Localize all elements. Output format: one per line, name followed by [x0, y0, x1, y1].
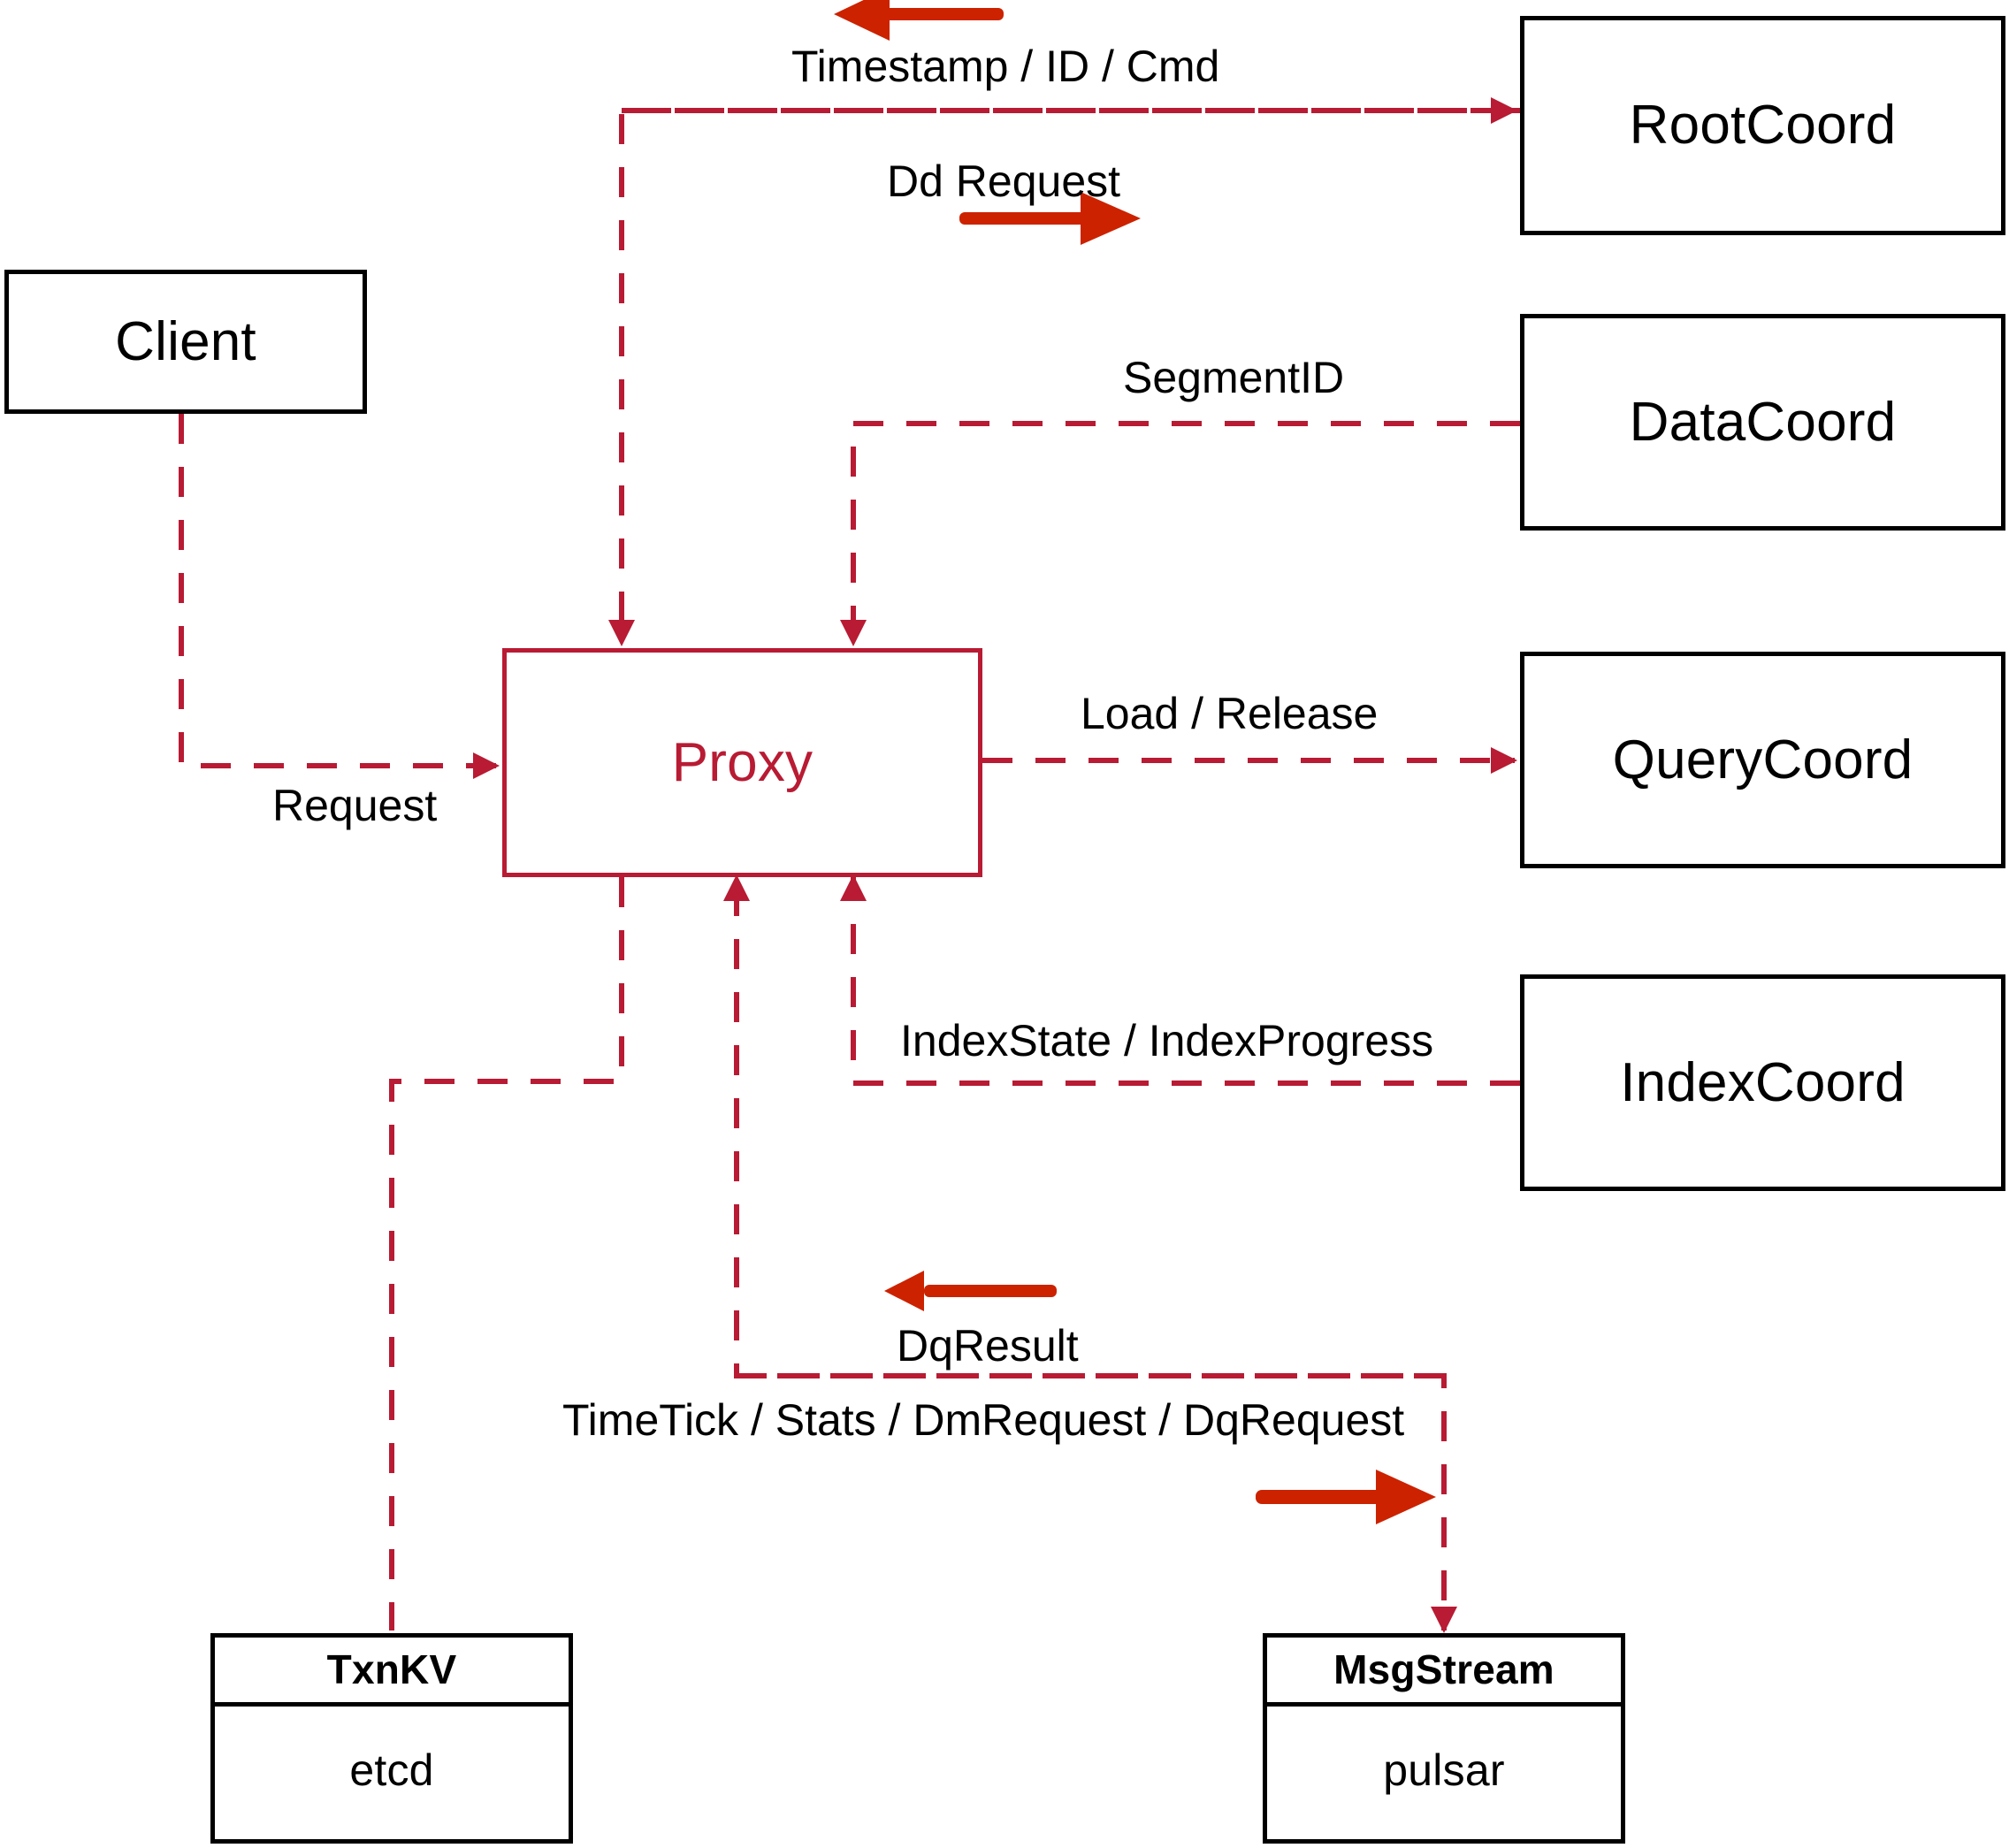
edge-label-request: Request — [272, 781, 438, 830]
direction-arrow-dq-result — [884, 1271, 1057, 1311]
node-indexcoord[interactable]: IndexCoord — [1520, 974, 2005, 1191]
node-datacoord[interactable]: DataCoord — [1520, 314, 2005, 531]
edge-label-dq-result: DqResult — [897, 1321, 1079, 1371]
node-querycoord-label: QueryCoord — [1612, 729, 1914, 790]
wire-msgstream-to-proxy — [723, 874, 1444, 1378]
node-indexcoord-label: IndexCoord — [1620, 1051, 1906, 1113]
node-txnkv-header: TxnKV — [215, 1638, 569, 1707]
node-client[interactable]: Client — [4, 270, 367, 414]
node-txnkv[interactable]: TxnKV etcd — [210, 1633, 573, 1844]
edge-label-load-release: Load / Release — [1081, 689, 1379, 738]
wire-datacoord-to-proxy — [840, 421, 1520, 646]
node-proxy-label: Proxy — [671, 731, 814, 793]
node-txnkv-body-label: etcd — [349, 1745, 434, 1796]
edge-label-index-state-progress: IndexState / IndexProgress — [900, 1016, 1434, 1065]
wire-proxy-to-txnkv — [389, 877, 624, 1630]
node-proxy[interactable]: Proxy — [502, 648, 982, 877]
node-querycoord[interactable]: QueryCoord — [1520, 652, 2005, 868]
node-client-label: Client — [115, 310, 256, 372]
node-msgstream-body-label: pulsar — [1383, 1745, 1505, 1796]
node-msgstream-header: MsgStream — [1267, 1638, 1621, 1707]
edge-label-dd-request: Dd Request — [887, 157, 1121, 206]
node-rootcoord-label: RootCoord — [1629, 95, 1897, 157]
node-txnkv-header-label: TxnKV — [326, 1646, 457, 1693]
node-msgstream[interactable]: MsgStream pulsar — [1263, 1633, 1625, 1844]
node-rootcoord[interactable]: RootCoord — [1520, 16, 2005, 235]
wire-client-to-proxy — [179, 414, 500, 779]
edge-label-timestamp-id-cmd: Timestamp / ID / Cmd — [791, 42, 1220, 91]
node-msgstream-header-label: MsgStream — [1333, 1646, 1554, 1693]
node-txnkv-body: etcd — [215, 1707, 569, 1835]
node-msgstream-body: pulsar — [1267, 1707, 1621, 1835]
direction-arrow-timetick — [1256, 1470, 1436, 1524]
node-datacoord-label: DataCoord — [1629, 391, 1897, 453]
edge-label-timetick-stats: TimeTick / Stats / DmRequest / DqRequest — [562, 1395, 1405, 1445]
edge-label-segment-id: SegmentID — [1123, 353, 1345, 402]
direction-arrow-timestamp — [834, 0, 1004, 41]
